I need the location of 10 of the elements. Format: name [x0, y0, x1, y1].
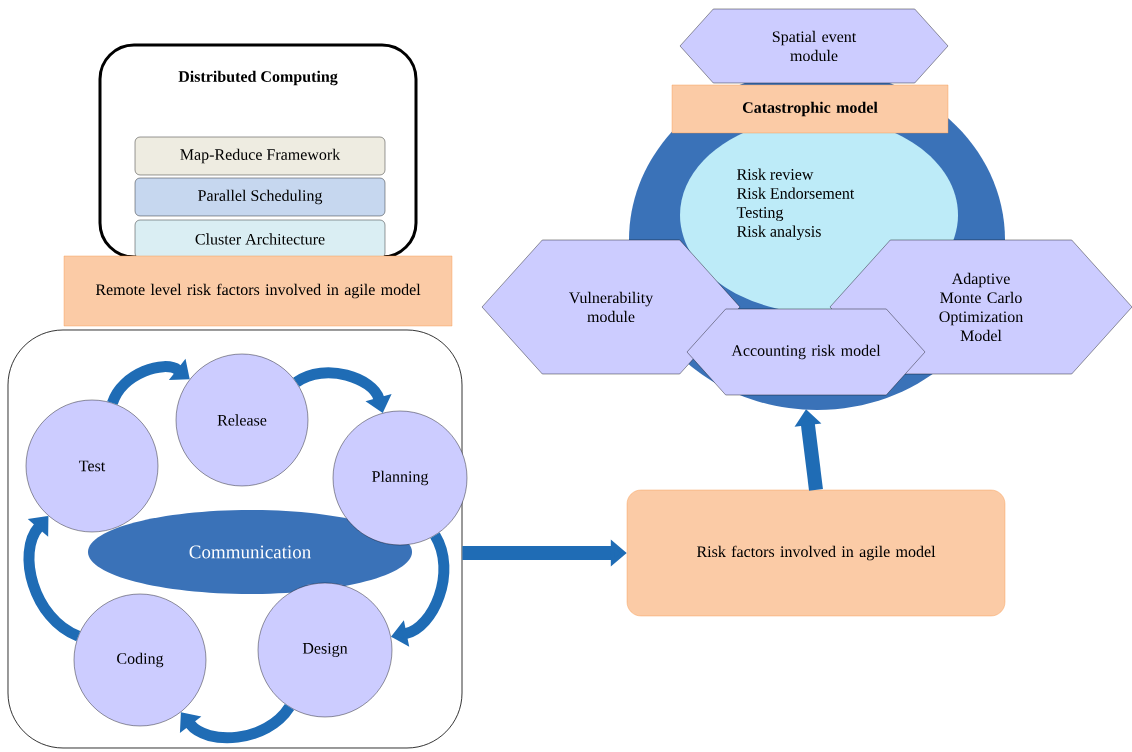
- layer-bar: Parallel Scheduling: [134, 177, 386, 217]
- hexagon: Accounting risk model: [686, 308, 926, 396]
- label-banner: Catastrophic model: [671, 84, 949, 134]
- layer-bar: Cluster Architecture: [134, 219, 386, 259]
- curved-arrow: [179, 703, 294, 744]
- hexagon: Spatial event module: [679, 8, 949, 84]
- rounded-panel: [7, 329, 463, 749]
- process-box: Risk factors involved in agile model: [626, 489, 1006, 617]
- layer-bar: Map-Reduce Framework: [134, 136, 386, 176]
- label-banner: Remote level risk factors involved in agile model: [63, 255, 453, 327]
